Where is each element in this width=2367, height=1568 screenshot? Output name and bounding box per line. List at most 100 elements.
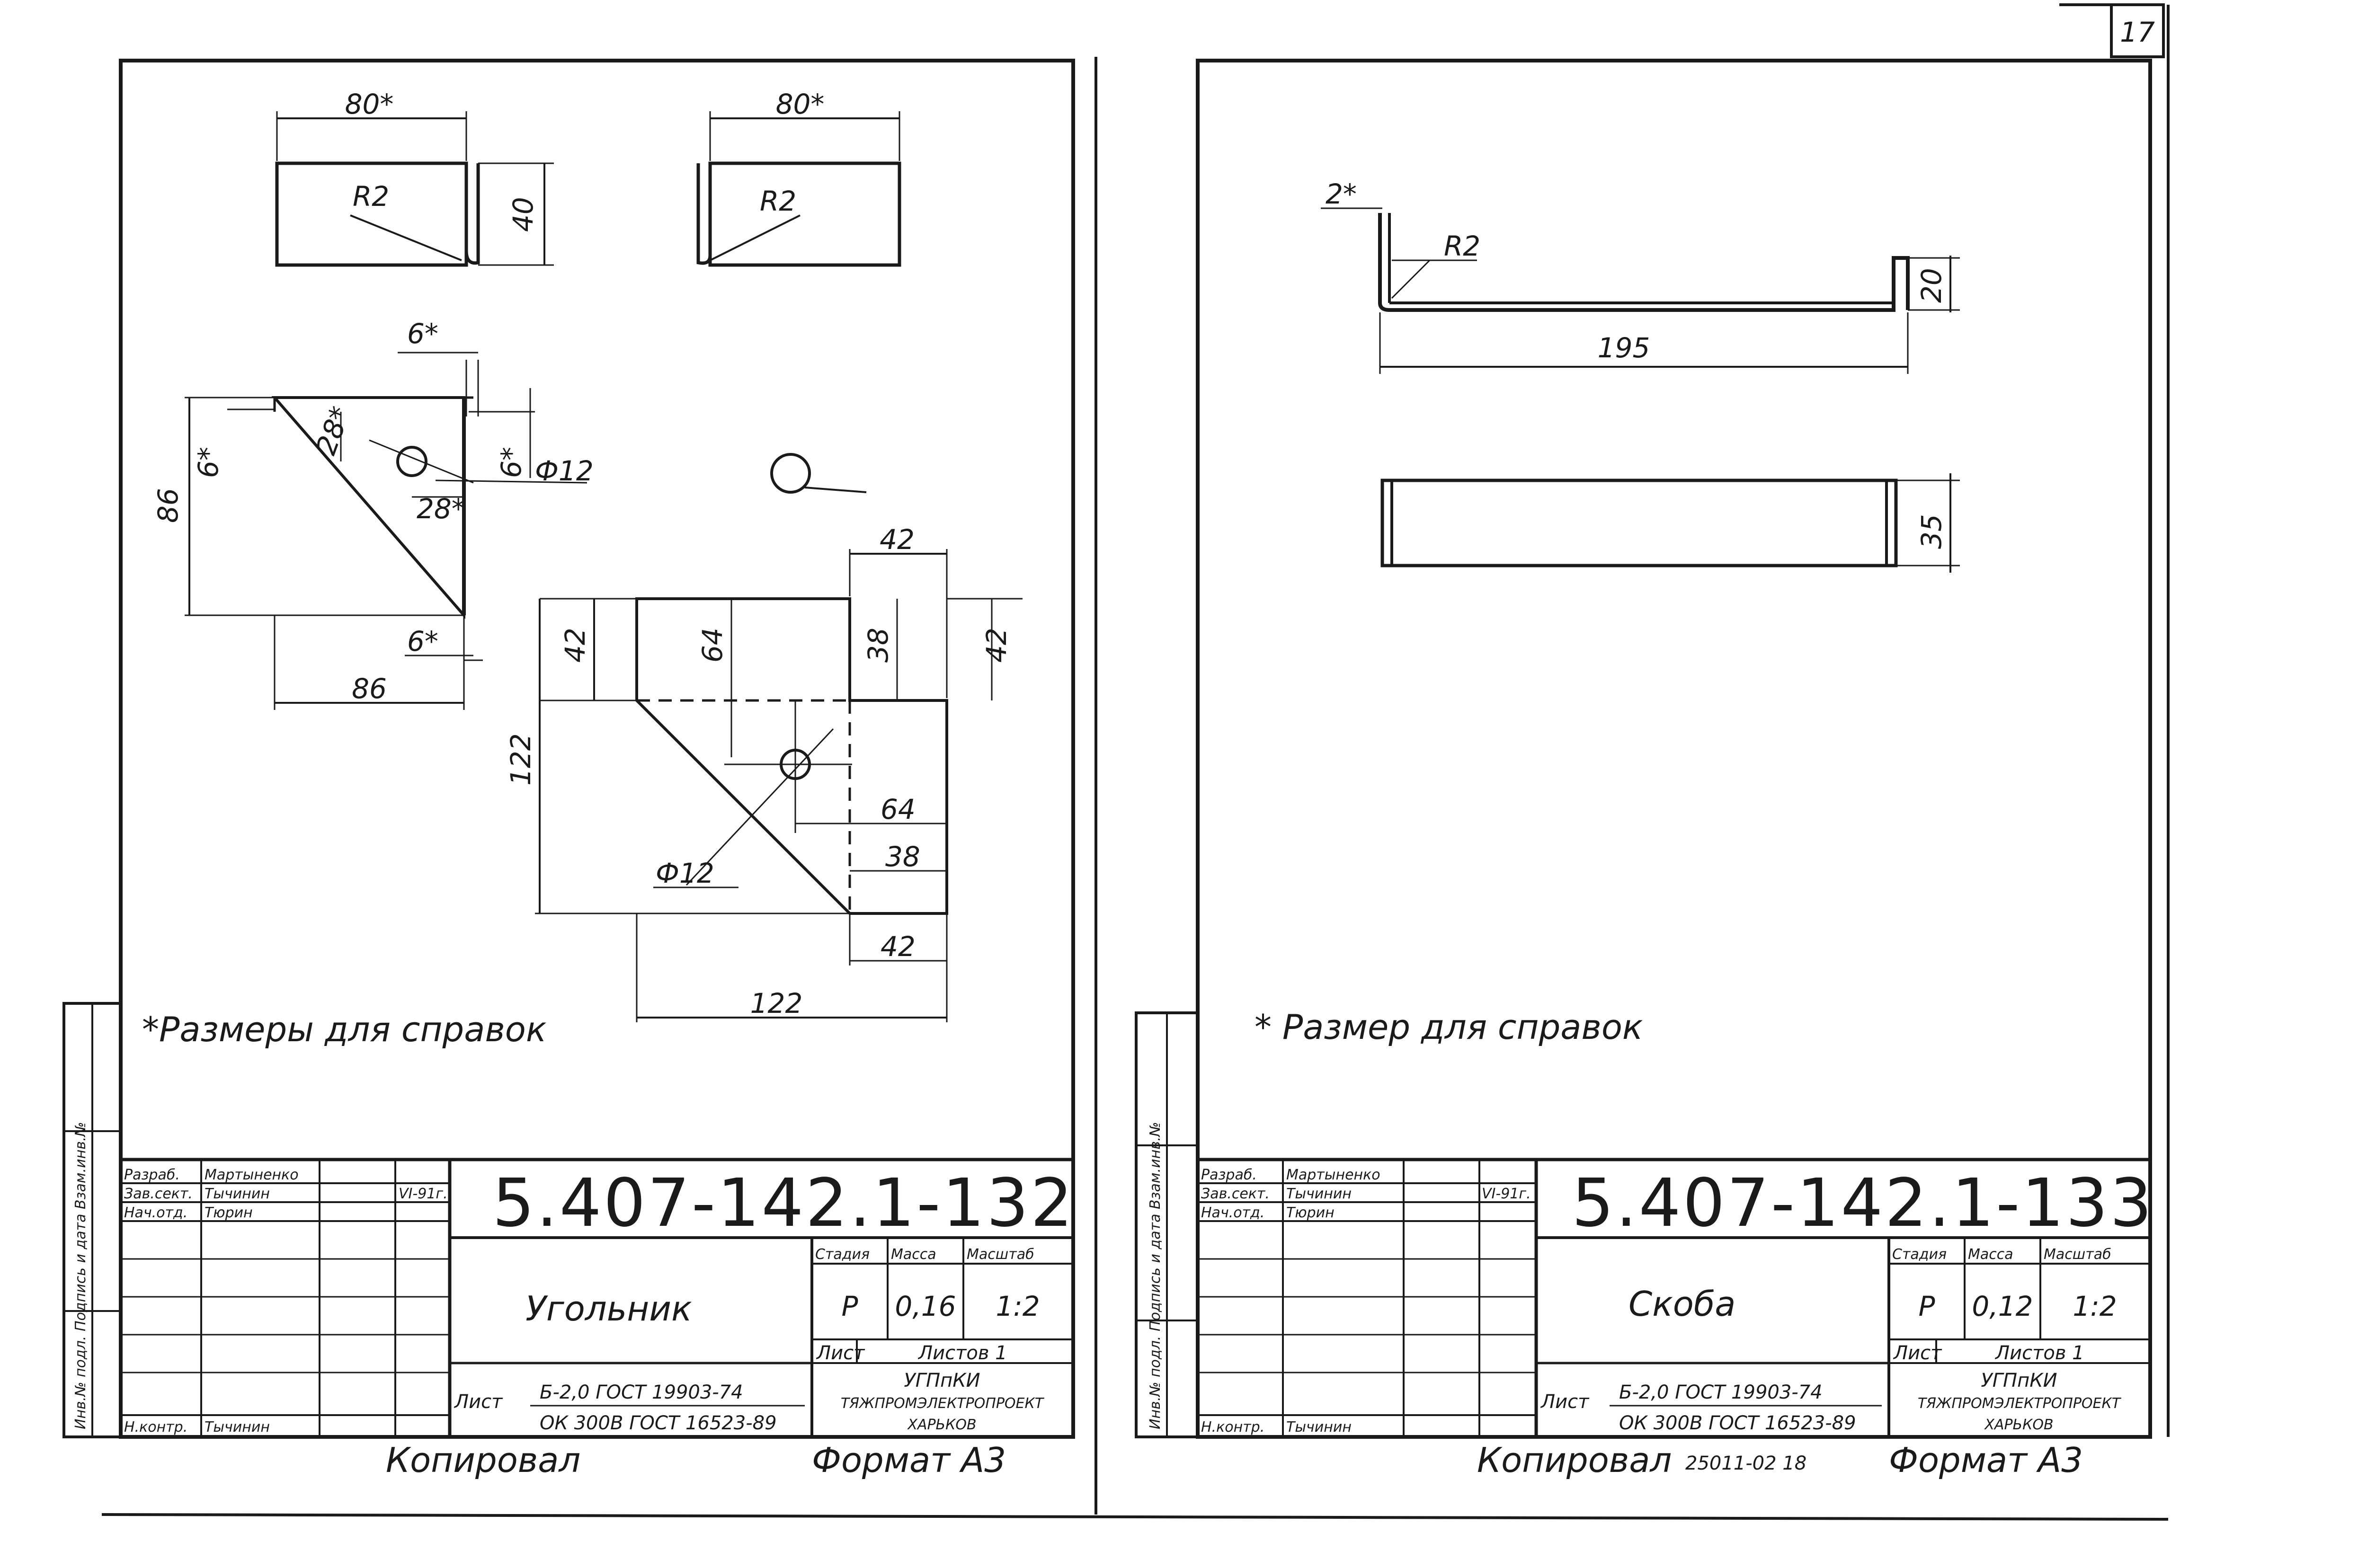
dim-35: 35: [1915, 514, 1948, 549]
right-bracket-plan-view: 35: [1380, 473, 1960, 573]
left-scale-header: Масштаб: [967, 1246, 1034, 1263]
left-role-3: Нач.отд.: [124, 1205, 187, 1221]
bottom-rule: [101, 1513, 2169, 1521]
dim-phi12a: Ф12: [535, 455, 594, 487]
dim-122a: 122: [505, 733, 537, 786]
right-name-3: Тюрин: [1286, 1205, 1335, 1221]
right-scale-header: Масштаб: [2044, 1246, 2111, 1263]
dim-phi12b: Ф12: [656, 857, 714, 889]
left-part-name: Угольник: [525, 1289, 692, 1329]
left-note: *Размеры для справок: [142, 1010, 546, 1049]
left-sheet-label: Лист: [816, 1342, 865, 1364]
dim-38b: 38: [885, 841, 920, 873]
right-scale: 1:2: [2073, 1290, 2117, 1322]
right-date: VI-91г.: [1482, 1186, 1531, 1202]
left-org-2: ТЯЖПРОМЭЛЕКТРОПРОЕКТ: [841, 1395, 1045, 1412]
left-title-block: Разраб. Мартыненко Зав.сект. Тычинин VI-…: [121, 1158, 1075, 1437]
right-role-1: Разраб.: [1201, 1167, 1257, 1183]
right-drawing-code: 5.407-142.1-133: [1572, 1165, 2154, 1242]
right-stage: Р: [1919, 1290, 1935, 1322]
right-name-6: Тычинин: [1286, 1419, 1352, 1435]
right-material-prefix: Лист: [1540, 1391, 1590, 1413]
right-role-3: Нач.отд.: [1201, 1205, 1264, 1221]
left-stage: Р: [842, 1290, 858, 1322]
dim-28a: 28*: [310, 402, 356, 459]
left-material-prefix: Лист: [454, 1391, 503, 1413]
left-role-6: Н.контр.: [124, 1419, 187, 1435]
right-org-1: УГПпКИ: [1981, 1370, 2057, 1391]
right-material-bottom: ОК 300В ГОСТ 16523-89: [1619, 1412, 1856, 1434]
dim-6c: 6*: [495, 447, 527, 478]
left-name-6: Тычинин: [205, 1419, 270, 1435]
right-footer-code: 25011-02 18: [1685, 1453, 1806, 1474]
right-part-name: Скоба: [1628, 1284, 1735, 1324]
left-mass: 0,16: [895, 1290, 956, 1322]
left-scale: 1:2: [996, 1290, 1040, 1322]
left-side-stamp: Инв.№ подл. Подпись и дата Взам.инв.№: [62, 1002, 122, 1438]
left-development-view: Ф12 42 42 64 38 42 64 38 42: [505, 523, 1023, 1022]
left-top-view-2: 80* R2: [696, 88, 901, 267]
right-name-1: Мартыненко: [1286, 1167, 1380, 1183]
right-sheets-label: Листов 1: [1994, 1342, 2084, 1364]
right-title-block: Разраб. Мартыненко Зав.сект. Тычинин VI-…: [1198, 1158, 2154, 1437]
dim-r1: R2: [353, 180, 389, 213]
right-side-stamp: Инв.№ подл. Подпись и дата Взам.инв.№: [1135, 1011, 1199, 1438]
dim-2: 2*: [1326, 178, 1357, 210]
right-side-stamp-text: Инв.№ подл. Подпись и дата Взам.инв.№: [1147, 1122, 1164, 1429]
right-mass: 0,12: [1972, 1290, 2033, 1322]
left-sheets-label: Листов 1: [917, 1342, 1007, 1364]
right-footer-format: Формат А3: [1889, 1440, 2083, 1480]
dim-195: 195: [1598, 332, 1650, 364]
dim-86b: 86: [352, 673, 387, 705]
left-name-3: Тюрин: [205, 1205, 253, 1221]
surface-finish-symbol: [770, 453, 867, 494]
dim-6d: 6*: [407, 625, 438, 657]
dim-86a: 86: [152, 488, 184, 523]
left-name-1: Мартыненко: [205, 1167, 299, 1183]
right-footer-copied: Копировал: [1477, 1440, 1672, 1480]
right-bracket-front-view: 2* R2 20 195: [1321, 178, 1960, 374]
dim-top-w1: 80*: [345, 88, 394, 120]
right-role-6: Н.контр.: [1201, 1419, 1264, 1435]
left-org-1: УГПпКИ: [904, 1370, 980, 1391]
dim-20: 20: [1915, 268, 1948, 303]
dim-42d: 42: [881, 930, 916, 963]
dim-6b: 6*: [192, 447, 224, 478]
left-role-2: Зав.сект.: [124, 1186, 193, 1202]
right-org-3: ХАРЬКОВ: [1984, 1417, 2053, 1433]
page-number: 17: [2120, 16, 2155, 48]
right-stage-header: Стадия: [1892, 1246, 1947, 1263]
left-name-2: Тычинин: [205, 1186, 270, 1202]
right-note: * Размер для справок: [1255, 1007, 1643, 1047]
left-side-stamp-text: Инв.№ подл. Подпись и дата Взам.инв.№: [72, 1122, 89, 1429]
right-role-2: Зав.сект.: [1201, 1186, 1270, 1202]
left-org-3: ХАРЬКОВ: [907, 1417, 976, 1433]
right-material-top: Б-2,0 ГОСТ 19903-74: [1619, 1382, 1823, 1403]
left-role-1: Разраб.: [124, 1167, 180, 1183]
left-footer-format: Формат А3: [812, 1440, 1006, 1480]
dim-h40: 40: [507, 197, 539, 232]
left-top-view-1: 80* R2 40: [275, 88, 554, 267]
dim-42a: 42: [880, 523, 915, 556]
left-mass-header: Масса: [891, 1246, 936, 1263]
left-material-top: Б-2,0 ГОСТ 19903-74: [540, 1382, 743, 1403]
dim-64b: 64: [881, 793, 916, 825]
left-sheet: Инв.№ подл. Подпись и дата Взам.инв.№ 80…: [62, 59, 1075, 1480]
dim-r: R2: [1444, 230, 1480, 262]
dim-38a: 38: [862, 628, 894, 663]
left-sheet-frame: [119, 59, 1075, 1439]
left-corner-view: 6* 6* 6* 28* 28* Ф12 86 86 6*: [152, 318, 594, 710]
dim-r2: R2: [760, 185, 796, 217]
dim-42c: 42: [980, 628, 1013, 663]
right-sheet: Инв.№ подл. Подпись и дата Взам.инв.№ 2*…: [1135, 5, 2170, 1480]
dim-28b: 28*: [417, 493, 465, 525]
left-drawing-code: 5.407-142.1-132: [492, 1165, 1075, 1242]
dim-6a: 6*: [407, 318, 438, 350]
dim-42b: 42: [559, 628, 591, 663]
dim-64a: 64: [696, 628, 729, 663]
dim-122b: 122: [750, 987, 803, 1019]
page-number-box: 17: [2059, 3, 2165, 58]
dim-top-w2: 80*: [776, 88, 825, 120]
left-footer-copied: Копировал: [386, 1440, 580, 1480]
right-name-2: Тычинин: [1286, 1186, 1352, 1202]
